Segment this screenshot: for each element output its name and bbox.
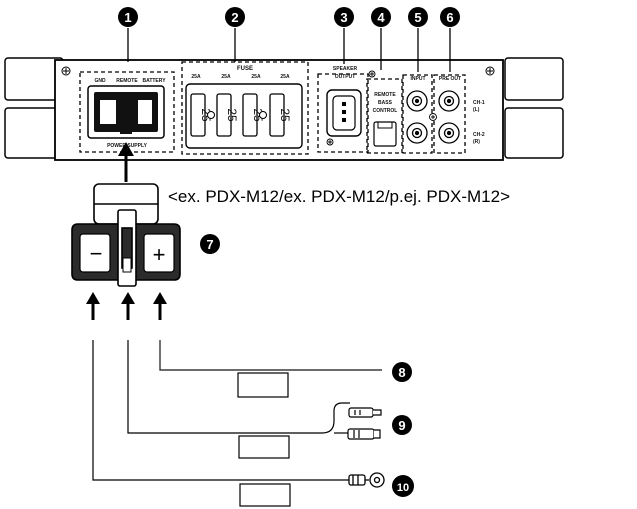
callout-4: 4 <box>371 7 391 27</box>
remote-wire <box>127 340 350 434</box>
power-supply-section: GND REMOTE BATTERY POWER SUPPLY <box>79 71 175 153</box>
fuse-3 <box>242 93 258 137</box>
minus-terminal-symbol: − <box>90 241 103 266</box>
callout-1: 1 <box>118 7 138 27</box>
fuse-rating-3: 25A <box>251 74 261 80</box>
remote-bass-label-2: BASS <box>378 100 393 106</box>
fuse-value-4: 25 <box>278 108 292 122</box>
pre-out-section: PRE OUT CH-1 (L) CH-2 (R) <box>429 74 485 154</box>
fuse-rating-4: 25A <box>280 74 290 80</box>
fuse-section: FUSE 25A 25A 25A 25A 25 25 25 25 <box>181 61 309 155</box>
panel-screw-icon <box>485 66 495 76</box>
svg-text:1: 1 <box>124 10 131 25</box>
remote-screw-icon <box>368 70 376 78</box>
svg-text:5: 5 <box>414 10 421 25</box>
remote-label: REMOTE <box>116 78 138 84</box>
fuse-rating-2: 25A <box>221 74 231 80</box>
callout-9: 9 <box>392 415 412 435</box>
svg-text:2: 2 <box>231 10 238 25</box>
model-caption: <ex. PDX-M12/ex. PDX-M12/p.ej. PDX-M12> <box>168 187 511 206</box>
remote-wire-connector-lower <box>347 428 381 440</box>
battery-label: BATTERY <box>142 78 166 84</box>
gnd-wire-arrow <box>86 292 100 320</box>
callout-6: 6 <box>440 7 460 27</box>
ch1-label: CH-1 <box>473 100 485 106</box>
remote-bass-label-3: CONTROL <box>373 108 398 114</box>
speaker-output-section: SPEAKER OUTPUT <box>317 66 369 153</box>
output-label: OUTPUT <box>335 74 356 80</box>
fuse-4 <box>269 93 285 137</box>
fuse-value-2: 25 <box>225 108 239 122</box>
remote-wire-connector-upper <box>348 407 382 418</box>
ch1-sub-label: (L) <box>473 107 480 113</box>
panel-screw-icon <box>61 66 71 76</box>
remote-wire-arrow <box>121 292 135 320</box>
svg-text:3: 3 <box>340 10 347 25</box>
gnd-wire-label-tag <box>239 483 291 507</box>
callout-3: 3 <box>334 7 354 27</box>
callout-10: 10 <box>392 475 414 497</box>
ch2-sub-label: (R) <box>473 139 480 145</box>
input-label: INPUT <box>411 76 426 82</box>
fuse-2 <box>216 93 232 137</box>
battery-wire-label-tag <box>237 372 289 398</box>
svg-text:4: 4 <box>377 10 385 25</box>
callout-2: 2 <box>225 7 245 27</box>
ground-ring-terminal-icon <box>348 472 385 488</box>
gnd-label: GND <box>94 78 106 84</box>
callout-5: 5 <box>408 7 428 27</box>
connector-to-power-arrow <box>118 142 134 182</box>
remote-wire-label-tag <box>238 435 290 459</box>
speaker-screw-icon <box>326 138 334 146</box>
svg-text:10: 10 <box>397 482 409 494</box>
fuse-rating-1: 25A <box>191 74 201 80</box>
svg-text:8: 8 <box>398 365 405 380</box>
svg-text:6: 6 <box>446 10 453 25</box>
battery-wire <box>159 340 382 371</box>
fuse-screw-icon <box>259 111 267 119</box>
remote-bass-control-section: REMOTE BASS CONTROL <box>366 70 403 154</box>
input-section: INPUT <box>402 74 433 154</box>
fuse-label: FUSE <box>237 66 253 72</box>
power-connector-plug <box>71 183 181 287</box>
svg-text:7: 7 <box>206 237 213 252</box>
battery-wire-arrow <box>153 292 167 320</box>
svg-text:9: 9 <box>398 418 405 433</box>
gnd-wire <box>92 340 349 481</box>
plus-terminal-symbol: + <box>153 242 166 267</box>
callout-7: 7 <box>200 234 220 254</box>
remote-bass-label-1: REMOTE <box>374 92 396 98</box>
callout-8: 8 <box>392 362 412 382</box>
center-screw-icon <box>429 113 437 121</box>
fuse-screw-icon <box>207 111 215 119</box>
ch2-label: CH-2 <box>473 132 485 138</box>
speaker-label: SPEAKER <box>333 66 358 72</box>
fuse-1 <box>190 93 206 137</box>
pre-out-label: PRE OUT <box>439 76 461 82</box>
right-heatsink-block <box>504 57 564 159</box>
